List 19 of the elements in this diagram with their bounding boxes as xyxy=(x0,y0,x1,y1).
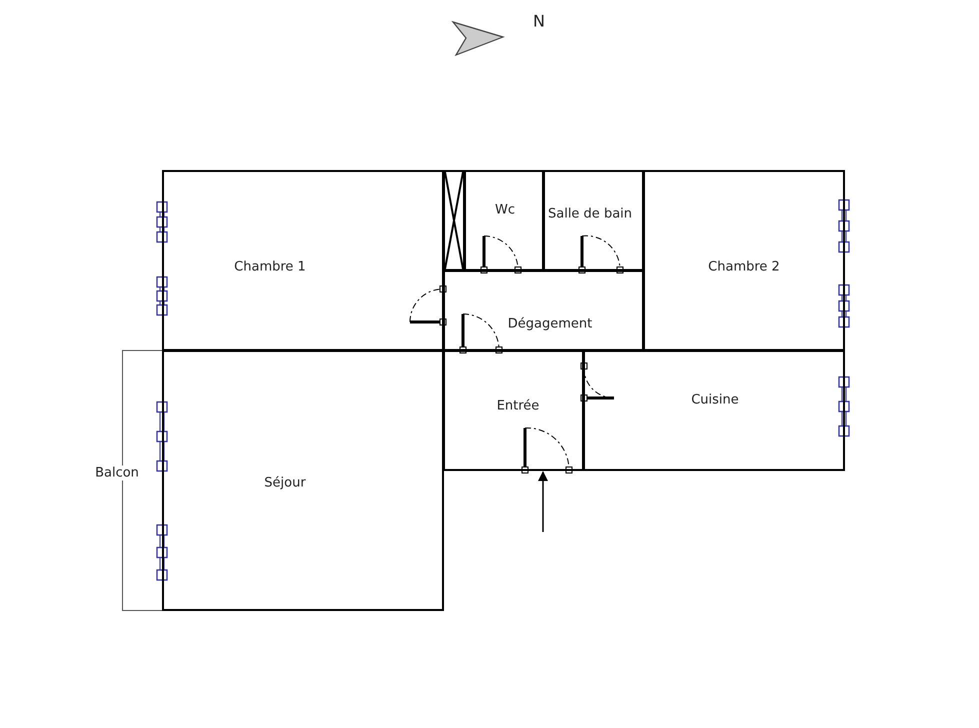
room-label: Chambre 2 xyxy=(708,260,780,274)
north-label: N xyxy=(533,12,545,30)
room-outline xyxy=(464,170,544,271)
room-label: Wc xyxy=(495,202,515,218)
room-outline xyxy=(443,350,584,471)
room-label: Entrée xyxy=(496,398,540,414)
room-outline xyxy=(543,170,644,271)
room-label: Salle de bain xyxy=(548,206,632,222)
room-label: Dégagement xyxy=(508,316,592,332)
room-label: Balcon xyxy=(95,466,139,480)
entrance-arrow xyxy=(538,471,548,532)
room-outline xyxy=(443,270,644,351)
room-label: Séjour xyxy=(264,476,306,490)
room-label: Cuisine xyxy=(691,392,739,408)
room-outline xyxy=(643,170,845,351)
room-outline xyxy=(162,350,444,611)
room-outline xyxy=(162,170,444,351)
room-outline xyxy=(583,350,845,471)
room-label: Chambre 1 xyxy=(234,260,306,274)
